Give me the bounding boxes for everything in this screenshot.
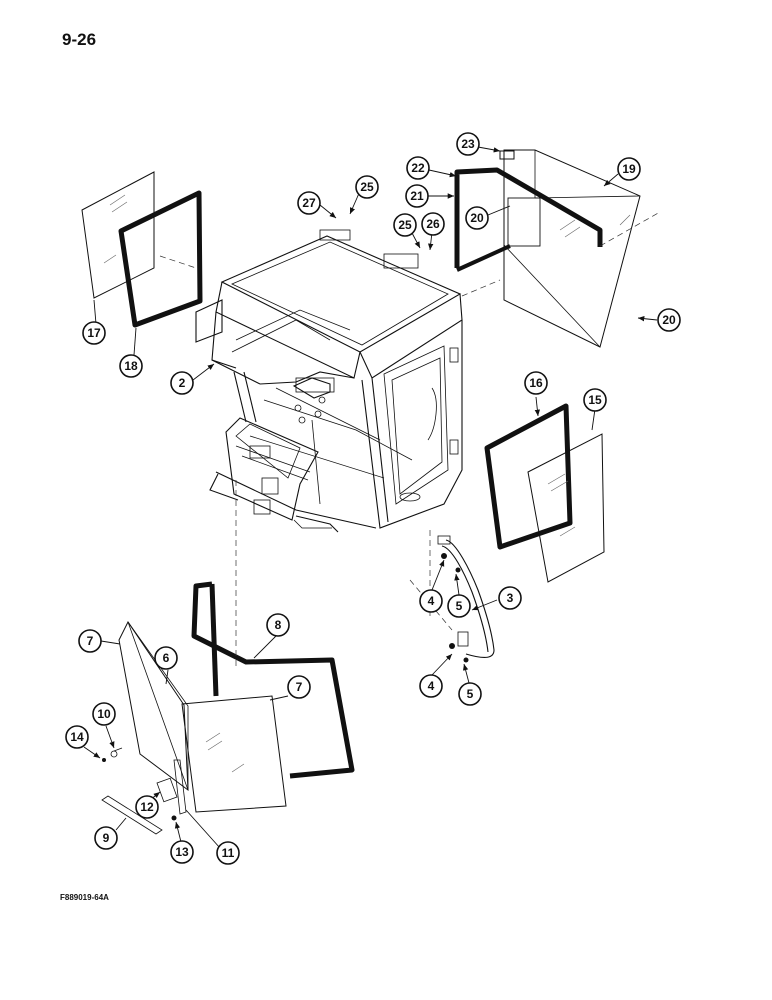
callout-7: 7 <box>78 629 102 653</box>
callout-21: 21 <box>405 184 429 208</box>
svg-text:4: 4 <box>428 594 435 608</box>
callout-4: 4 <box>419 674 443 698</box>
svg-text:12: 12 <box>140 800 154 814</box>
glass-7-left <box>118 621 189 792</box>
seal-8 <box>191 581 355 779</box>
svg-text:27: 27 <box>302 196 316 210</box>
svg-text:25: 25 <box>360 180 374 194</box>
svg-text:4: 4 <box>428 679 435 693</box>
svg-text:25: 25 <box>398 218 412 232</box>
callout-17: 17 <box>82 321 106 345</box>
callout-18: 18 <box>119 354 143 378</box>
svg-text:8: 8 <box>275 618 282 632</box>
alignment-lines <box>159 211 661 668</box>
rear-window-19 <box>499 149 641 348</box>
rear-seal-21 <box>454 167 603 268</box>
side-glass-15 <box>527 433 605 583</box>
callout-4: 4 <box>419 589 443 613</box>
callout-8: 8 <box>266 613 290 637</box>
svg-text:21: 21 <box>410 189 424 203</box>
callout-22: 22 <box>406 156 430 180</box>
svg-text:6: 6 <box>163 651 170 665</box>
callout-25: 25 <box>355 175 379 199</box>
svg-text:18: 18 <box>124 359 138 373</box>
svg-text:3: 3 <box>507 591 514 605</box>
callout-10: 10 <box>92 702 116 726</box>
svg-text:11: 11 <box>222 846 235 860</box>
svg-text:2: 2 <box>179 376 186 390</box>
callout-16: 16 <box>524 371 548 395</box>
callout-5: 5 <box>458 682 482 706</box>
callout-7: 7 <box>287 675 311 699</box>
callout-15: 15 <box>583 388 607 412</box>
svg-text:5: 5 <box>467 687 474 701</box>
svg-text:23: 23 <box>461 137 475 151</box>
svg-text:13: 13 <box>175 845 189 859</box>
svg-text:10: 10 <box>97 707 111 721</box>
callout-27: 27 <box>297 191 321 215</box>
svg-text:20: 20 <box>662 313 676 327</box>
glass-6 <box>127 621 189 791</box>
figure-code: F889019-64A <box>60 893 109 902</box>
callout-2: 2 <box>170 371 194 395</box>
callout-19: 19 <box>617 157 641 181</box>
callout-5: 5 <box>447 594 471 618</box>
svg-text:14: 14 <box>70 730 84 744</box>
rear-glass-17 <box>81 171 155 299</box>
side-seal-16 <box>484 403 573 550</box>
callout-23: 23 <box>456 132 480 156</box>
rear-seal-18 <box>118 190 203 328</box>
svg-text:7: 7 <box>296 680 303 694</box>
callout-6: 6 <box>154 646 178 670</box>
svg-text:20: 20 <box>470 211 484 225</box>
callout-3: 3 <box>498 586 522 610</box>
svg-text:22: 22 <box>411 161 425 175</box>
glass-7-right <box>181 695 287 813</box>
callout-12: 12 <box>135 795 159 819</box>
svg-text:19: 19 <box>622 162 636 176</box>
callout-25: 25 <box>393 213 417 237</box>
svg-text:26: 26 <box>426 217 440 231</box>
callout-20: 20 <box>465 206 489 230</box>
callout-11: 11 <box>216 841 240 865</box>
svg-text:5: 5 <box>456 599 463 613</box>
callout-20: 20 <box>657 308 681 332</box>
hardware-9-14 <box>101 747 187 835</box>
grab-handle-3 <box>437 535 495 663</box>
cab-frame-2 <box>195 229 463 533</box>
svg-text:16: 16 <box>529 376 543 390</box>
callout-13: 13 <box>170 840 194 864</box>
seal-strip-20 <box>456 197 541 272</box>
svg-text:15: 15 <box>588 393 602 407</box>
svg-text:7: 7 <box>87 634 94 648</box>
page-number: 9-26 <box>62 30 97 49</box>
callout-9: 9 <box>94 826 118 850</box>
svg-text:9: 9 <box>103 831 110 845</box>
callout-14: 14 <box>65 725 89 749</box>
svg-text:17: 17 <box>87 326 101 340</box>
callout-26: 26 <box>421 212 445 236</box>
